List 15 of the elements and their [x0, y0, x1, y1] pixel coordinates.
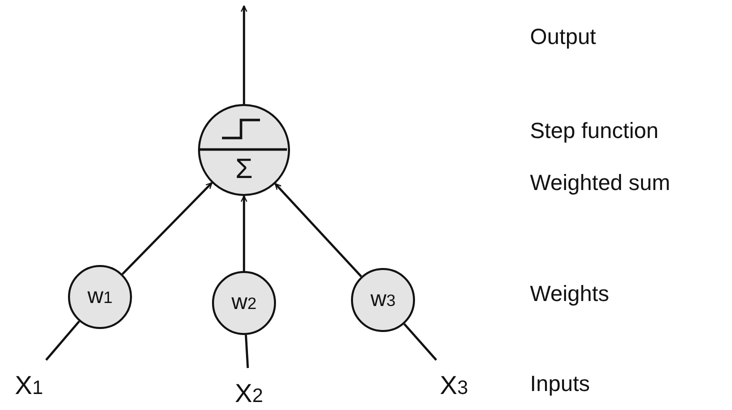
- connector-line: [403, 323, 438, 361]
- layer-label: Step function: [530, 118, 658, 144]
- layer-label: Output: [530, 24, 596, 50]
- layer-label: Weighted sum: [530, 170, 670, 196]
- weight-circle: [68, 265, 132, 329]
- arrow: [240, 5, 248, 104]
- arrow: [122, 182, 213, 275]
- sigma-symbol: Σ: [234, 152, 254, 186]
- arrow: [240, 195, 248, 271]
- weight-circle: [351, 268, 415, 332]
- connector-line: [45, 320, 80, 361]
- connector-line: [244, 334, 249, 368]
- layer-label: Inputs: [530, 371, 590, 397]
- layer-label: Weights: [530, 281, 610, 307]
- arrow: [274, 183, 362, 278]
